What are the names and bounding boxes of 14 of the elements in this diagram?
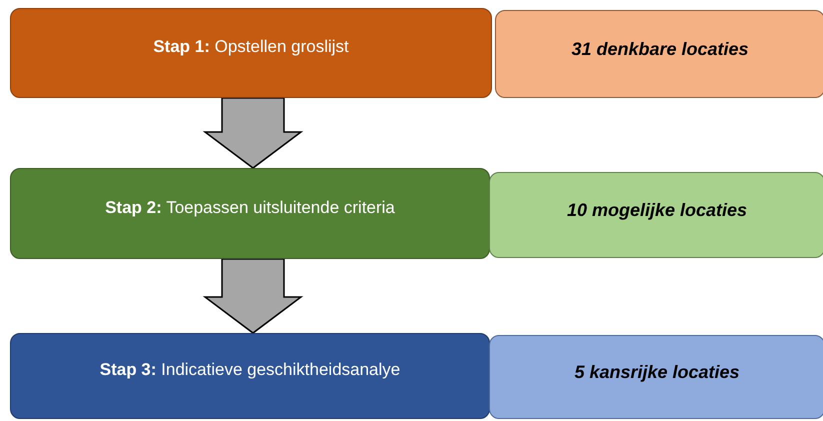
result-box	[489, 172, 823, 258]
result-label: 10 mogelijke locaties	[566, 200, 748, 220]
step-box	[10, 168, 490, 259]
step-label: Stap 2: Toepassen uitsluitende criteria	[105, 198, 395, 218]
step-box	[10, 8, 492, 98]
result-label: 31 denkbare locaties	[571, 38, 749, 60]
block-arrow	[202, 258, 304, 334]
step-box	[10, 333, 490, 419]
result-box	[489, 335, 823, 419]
step-label: Stap 3: Indicatieve geschiktheidsanalye	[100, 360, 400, 380]
result-label: 5 kansrijke locaties	[574, 362, 740, 382]
step-label: Stap 1: Opstellen groslijst	[153, 37, 349, 57]
result-box	[495, 10, 823, 98]
block-arrow	[202, 97, 304, 169]
